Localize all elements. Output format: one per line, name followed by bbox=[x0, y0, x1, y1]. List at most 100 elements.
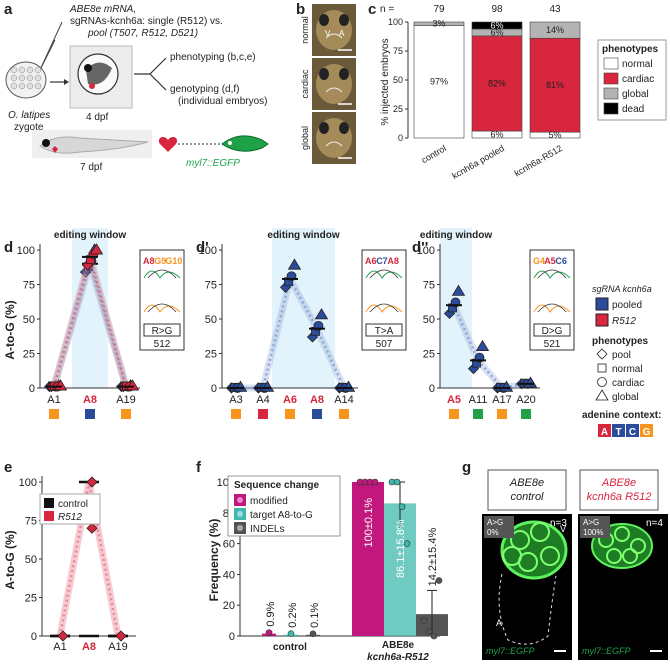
g-left-trabecula bbox=[510, 530, 530, 550]
c-legend-item: global bbox=[622, 89, 649, 100]
f-legend-title: Sequence change bbox=[234, 480, 319, 491]
f-ctrl-label: 0.2% bbox=[287, 602, 299, 627]
b-v-label: V bbox=[325, 29, 331, 38]
chromatogram-b-d3 bbox=[537, 269, 567, 279]
b-photo-eye-r bbox=[339, 122, 349, 134]
embryo-4dpf-body bbox=[86, 62, 112, 85]
e-ytick-label: 100 bbox=[19, 477, 37, 489]
ytick-label-d3: 0 bbox=[429, 383, 435, 395]
zygote-cell bbox=[10, 82, 18, 90]
xtick-label-d3: A17 bbox=[492, 394, 512, 406]
f-group-control: control bbox=[273, 642, 307, 653]
seq-box-base-d: G9 bbox=[154, 256, 166, 266]
window-label-d2: editing window bbox=[267, 230, 339, 241]
f-ctrl-point bbox=[309, 630, 317, 638]
c-xtick-label: control bbox=[420, 143, 448, 165]
xtick-label-d3: A20 bbox=[516, 394, 536, 406]
window-label-d: editing window bbox=[54, 230, 126, 241]
xtick-label-d2: A14 bbox=[334, 394, 354, 406]
zygote-cell bbox=[34, 82, 42, 90]
seq-sub-box-d bbox=[143, 323, 181, 337]
g-right-pct: 100% bbox=[583, 528, 603, 537]
panel-label-b: b bbox=[296, 1, 305, 18]
panel-a-line1: ABE8e mRNA, bbox=[69, 4, 136, 15]
e-ytick-label: 50 bbox=[25, 554, 37, 566]
seq-pos-d3: 521 bbox=[544, 339, 561, 350]
ytick-label-d: 100 bbox=[17, 245, 35, 257]
c-seg-label: 6% bbox=[490, 130, 503, 140]
f-legend-item: INDELs bbox=[250, 524, 284, 535]
b-row-label-cardiac: cardiac bbox=[300, 69, 310, 99]
xtick-label-d2: A4 bbox=[256, 394, 269, 406]
g-right-tag: A>G bbox=[583, 518, 599, 527]
f-abe-label: 100±0.1% bbox=[363, 498, 375, 548]
seq-sub-box-d3 bbox=[533, 323, 571, 337]
context-square-d3 bbox=[473, 409, 483, 419]
context-square-d2 bbox=[231, 409, 241, 419]
seq-sub-box-d2 bbox=[365, 323, 403, 337]
context-square-d3 bbox=[497, 409, 507, 419]
context-square-d bbox=[85, 409, 95, 419]
d-legend-item: pooled bbox=[612, 300, 642, 311]
panel-label-d3: d'' bbox=[412, 239, 428, 256]
e-point bbox=[86, 522, 98, 534]
xtick-label-d3: A5 bbox=[447, 394, 461, 406]
f-ytick-label: 40 bbox=[223, 569, 235, 581]
ytick-label-d: 50 bbox=[23, 314, 35, 326]
zygote-cell bbox=[18, 82, 26, 90]
f-abe-point bbox=[425, 628, 433, 635]
seq-sub-d3: D>G bbox=[542, 326, 563, 337]
genotyping-label: genotyping (d,f) bbox=[170, 84, 240, 95]
d-legend-shape-circle bbox=[597, 377, 607, 387]
embryo-4dpf-heart bbox=[89, 83, 95, 89]
heart-icon bbox=[158, 137, 178, 152]
stage-7dpf: 7 dpf bbox=[80, 162, 102, 173]
e-ytick-label: 0 bbox=[31, 631, 37, 643]
b-row-label-normal: normal bbox=[300, 16, 310, 44]
e-xtick-label: A19 bbox=[108, 641, 128, 653]
e-point bbox=[115, 630, 127, 642]
xtick-label-d3: A11 bbox=[469, 394, 488, 406]
series-line-d3 bbox=[452, 304, 527, 390]
g-left-tag: A>G bbox=[487, 518, 503, 527]
b-photo-eye-l bbox=[319, 122, 329, 134]
d-legend-ctx-title: adenine context: bbox=[582, 410, 661, 421]
window-label-d3: editing window bbox=[420, 230, 492, 241]
seq-sub-d2: T>A bbox=[375, 326, 394, 337]
ctx-swatch bbox=[598, 424, 611, 437]
b-row-label-global: global bbox=[300, 126, 310, 150]
chromatogram-b-d bbox=[147, 303, 177, 313]
zygote-cell bbox=[26, 74, 34, 82]
chromatogram-d bbox=[143, 270, 181, 279]
context-square-d2 bbox=[312, 409, 322, 419]
c-xtick-label: kcnh6a pooled bbox=[450, 143, 506, 181]
ytick-label-d3: 50 bbox=[423, 314, 435, 326]
chromatogram-d3 bbox=[533, 270, 571, 279]
c-bar-normal bbox=[413, 25, 465, 139]
seq-sub-d: R>G bbox=[152, 326, 173, 337]
b-photo-heart bbox=[325, 87, 343, 93]
xtick-label-d: A19 bbox=[116, 394, 136, 406]
f-bar-modified bbox=[352, 482, 384, 636]
seq-pos-d2: 507 bbox=[376, 339, 393, 350]
d-legend-ph-item: pool bbox=[612, 350, 631, 361]
c-legend-item: normal bbox=[622, 59, 653, 70]
g-right-title1: ABE8e bbox=[601, 477, 636, 489]
larva-eye bbox=[42, 139, 50, 147]
xtick-label-d2: A8 bbox=[310, 394, 324, 406]
zygote-cell bbox=[34, 74, 42, 82]
larva-7dpf bbox=[39, 136, 149, 154]
e-ylabel: A-to-G (%) bbox=[3, 530, 17, 589]
g-right-cell bbox=[614, 526, 630, 542]
c-legend-swatch-dead bbox=[603, 102, 619, 115]
panel-label-d2: d' bbox=[196, 239, 209, 256]
g-right-n: n=4 bbox=[646, 518, 663, 529]
larva-heart-icon bbox=[52, 146, 58, 153]
editing-window-d2 bbox=[272, 228, 335, 388]
d-legend-ph-title: phenotypes bbox=[592, 336, 649, 347]
ctx-swatch bbox=[612, 424, 625, 437]
seq-box-base-d3: A5 bbox=[544, 256, 556, 266]
f-abe-point bbox=[398, 503, 406, 510]
c-ylabel: % injected embryos bbox=[380, 38, 391, 125]
g-left-tag-box bbox=[484, 516, 514, 538]
